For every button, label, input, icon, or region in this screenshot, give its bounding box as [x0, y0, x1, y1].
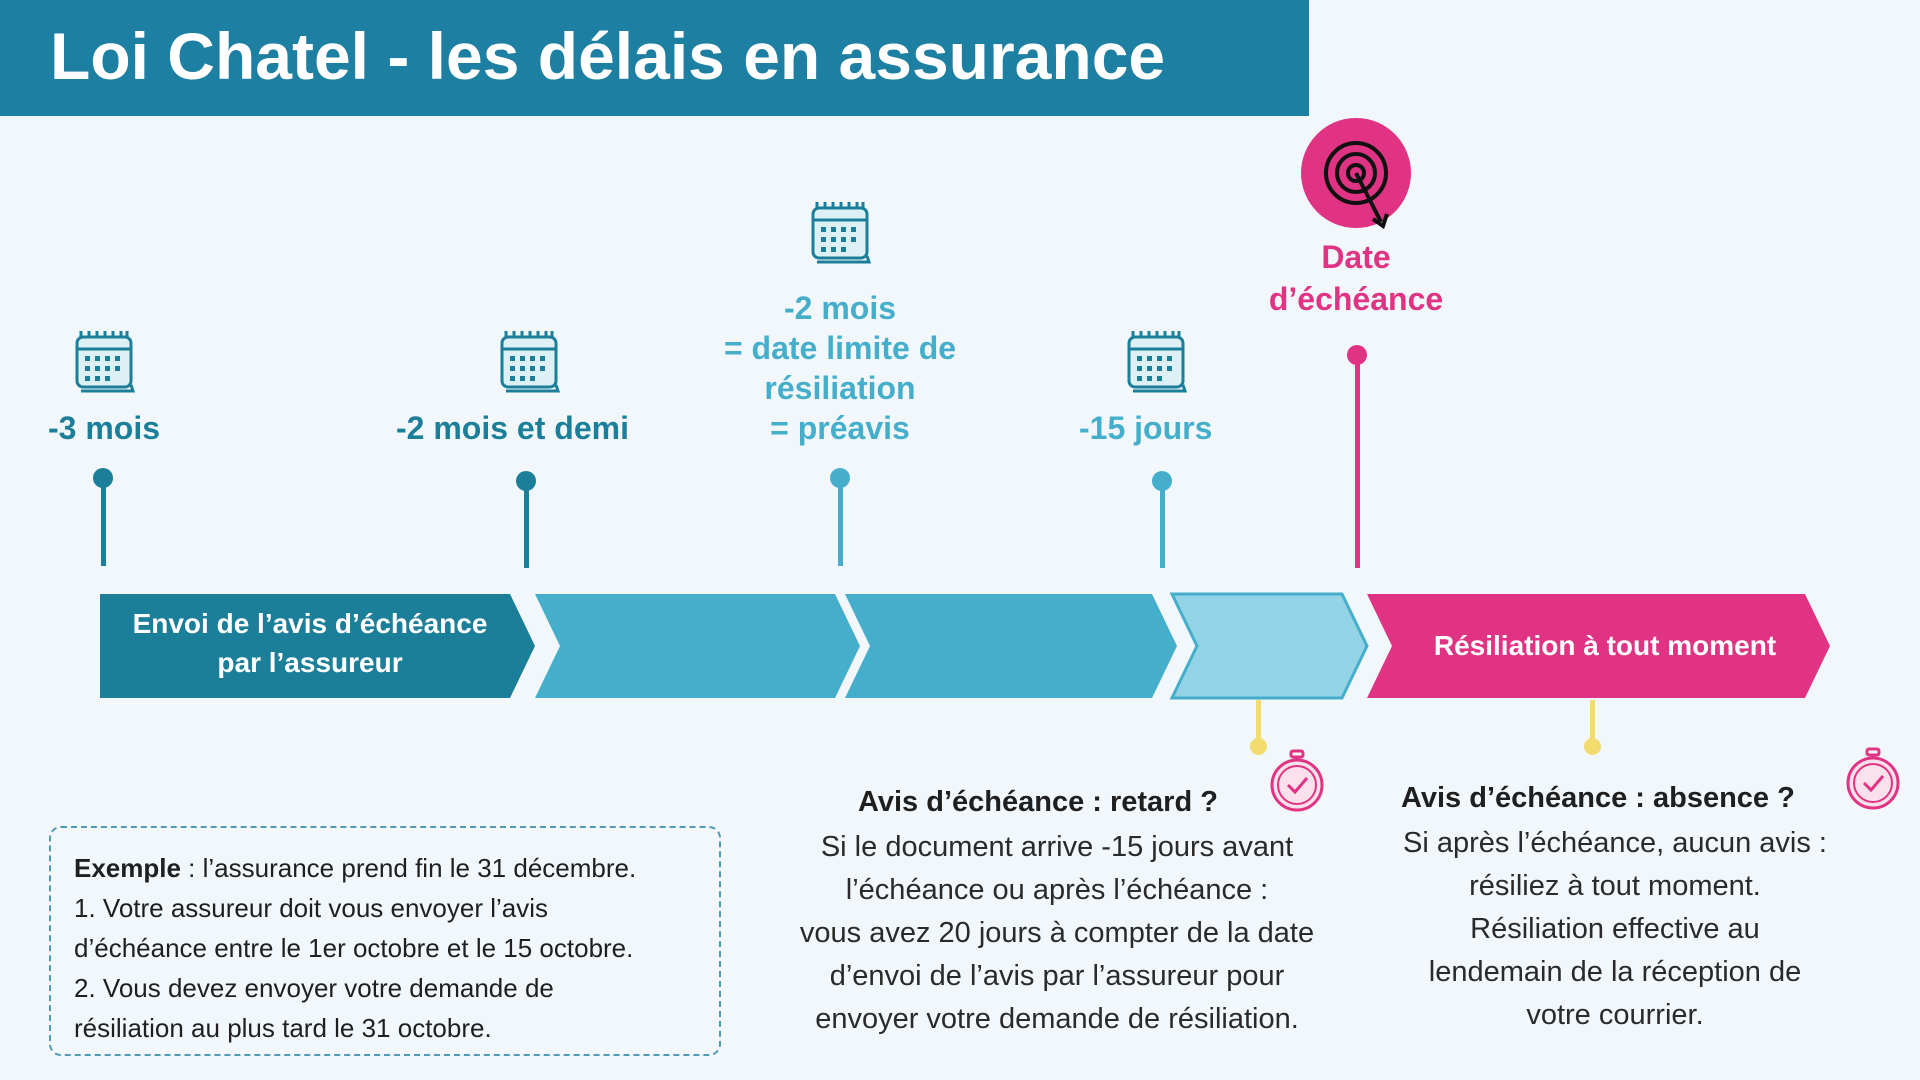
phase-segment-3 [845, 594, 1177, 698]
milestone-stem [524, 481, 529, 568]
example-line: 1. Votre assureur doit vous envoyer l’av… [74, 893, 549, 923]
title-bar [0, 0, 1309, 116]
example-line: 2. Vous devez envoyer votre demande de [74, 973, 554, 1003]
note-connector-dot [1250, 738, 1267, 755]
example-line: résiliation au plus tard le 31 octobre. [74, 1013, 492, 1043]
note-connector [1256, 700, 1261, 742]
milestone-stem [1355, 355, 1360, 568]
stopwatch-icon [1270, 749, 1324, 812]
phase-segment-1 [100, 594, 535, 698]
milestone-label-3-mois: -3 mois [48, 410, 161, 446]
note-body-absence: Si après l’échéance, aucun avis : résili… [1403, 827, 1827, 1031]
calendar-icon [1127, 331, 1188, 393]
phase-segment-5 [1367, 594, 1830, 698]
target-icon [1301, 118, 1411, 230]
note-title-retard: Avis d’échéance : retard ? [858, 786, 1218, 818]
phase-label-envoi-avis: Envoi de l’avis d’échéance par l’assureu… [132, 608, 488, 678]
note-connector-dot [1584, 738, 1601, 755]
milestone-label-date-echeance: Date d’échéance [1268, 239, 1444, 317]
milestone-stem [838, 478, 843, 566]
page-title: Loi Chatel - les délais en assurance [50, 19, 1166, 93]
milestone-stem [101, 478, 106, 566]
phase-segment-4 [1169, 592, 1369, 700]
stopwatch-icon [1846, 747, 1900, 810]
milestone-stem [1160, 481, 1165, 568]
milestone-label-2-mois-preavis: -2 mois = date limite de résiliation = p… [723, 290, 957, 446]
milestone-label-2-mois-et-demi: -2 mois et demi [396, 410, 629, 446]
example-box: Exemple : l’assurance prend fin le 31 dé… [49, 826, 721, 1056]
phase-segment-2 [535, 594, 860, 698]
calendar-icon [500, 331, 561, 393]
example-line: d’échéance entre le 1er octobre et le 15… [74, 933, 634, 963]
note-body-retard: Si le document arrive -15 jours avant l’… [799, 831, 1315, 1035]
example-line: : l’assurance prend fin le 31 décembre. [180, 853, 637, 883]
note-connector [1590, 700, 1595, 742]
example-label: Exemple [74, 853, 181, 883]
calendar-icon [75, 331, 136, 393]
calendar-icon [811, 202, 872, 264]
phase-label-resiliation: Résiliation à tout moment [1433, 630, 1777, 661]
milestone-label-15-jours: -15 jours [1079, 410, 1213, 446]
note-title-absence: Avis d’échéance : absence ? [1401, 782, 1795, 814]
